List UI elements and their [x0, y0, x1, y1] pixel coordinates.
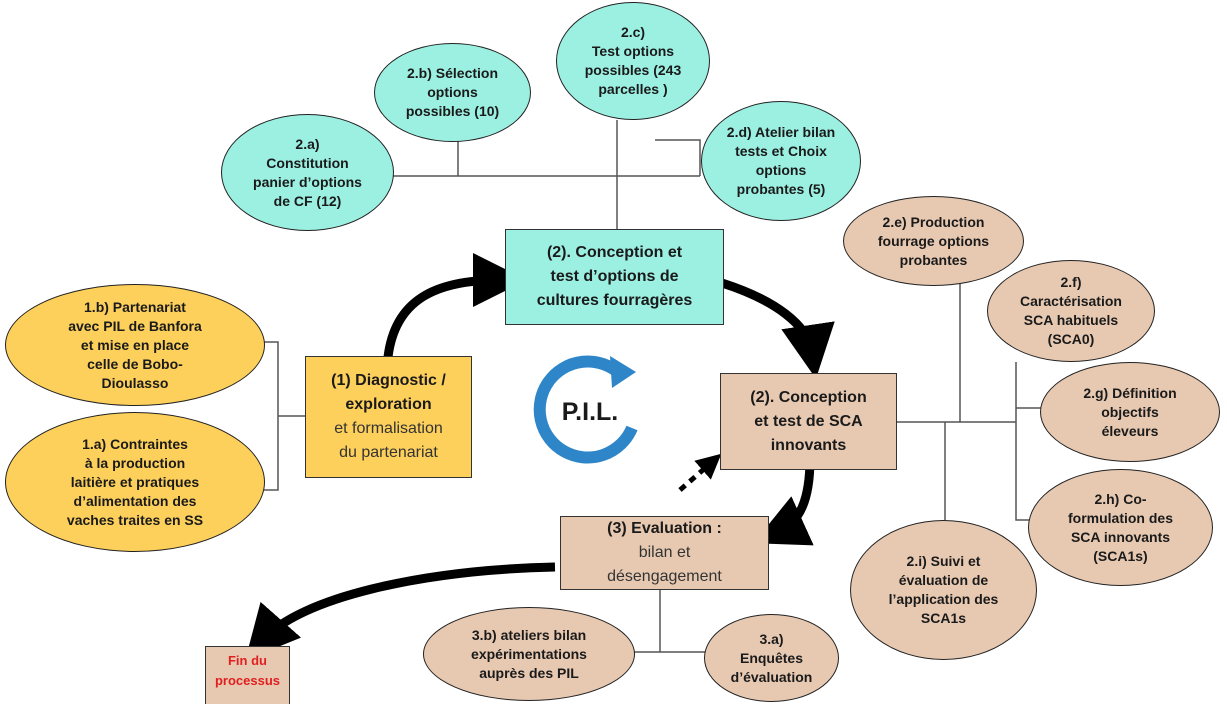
node-2a: 2.a) Constitution panier d’options de CF…	[221, 114, 394, 231]
node-3a: 3.a) Enquêtes d’évaluation	[704, 614, 839, 702]
tree-connector-2e-2i	[897, 272, 1045, 521]
box-conception-cultures-fourrageres: (2). Conception et test d’options de cul…	[505, 229, 724, 325]
node-2f: 2.f) Caractérisation SCA habituels (SCA0…	[987, 260, 1155, 362]
node-2g: 2.g) Définition objectifs éleveurs	[1040, 362, 1220, 462]
arrow-sca-to-evaluation	[753, 457, 815, 546]
pil-logo-text: P.I.L.	[562, 398, 619, 426]
node-1a: 1.a) Contraintes à la production laitièr…	[5, 412, 265, 552]
cycle-arrow-icon	[533, 355, 638, 464]
node-2h: 2.h) Co- formulation des SCA innovants (…	[1028, 469, 1213, 586]
box-evaluation: (3) Evaluation : bilan et désengagement	[560, 516, 769, 590]
tree-connector-1a-1b	[262, 341, 306, 491]
node-2b: 2.b) Sélection options possibles (10)	[374, 43, 531, 142]
dotted-arrow-evaluation-to-sca	[678, 453, 722, 492]
box-conception-sca: (2). Conception et test de SCA innovants	[720, 373, 897, 470]
node-1b: 1.b) Partenariat avec PIL de Banfora et …	[5, 284, 265, 406]
arrow-evaluation-to-fin	[245, 562, 556, 661]
node-3b: 3.b) ateliers bilan expérimentations aup…	[423, 607, 635, 701]
pil-logo: P.I.L.	[533, 355, 638, 464]
box-fin-du-processus: Fin du processus	[205, 646, 290, 704]
node-2i: 2.i) Suivi et évaluation de l’applicatio…	[850, 520, 1037, 660]
arrow-diagnostic-to-conception-cf	[383, 253, 527, 358]
node-2d: 2.d) Atelier bilan tests et Choix option…	[701, 101, 861, 221]
node-2e: 2.e) Production fourrage options probant…	[843, 196, 1024, 286]
tree-connector-2a-2d	[390, 120, 701, 230]
box-diagnostic-exploration: (1) Diagnostic / exploration et formalis…	[305, 356, 472, 478]
tree-connector-3a-3b	[632, 590, 708, 653]
arrow-conception-cf-to-sca	[720, 278, 835, 379]
node-2c: 2.c) Test options possibles (243 parcell…	[556, 2, 710, 120]
